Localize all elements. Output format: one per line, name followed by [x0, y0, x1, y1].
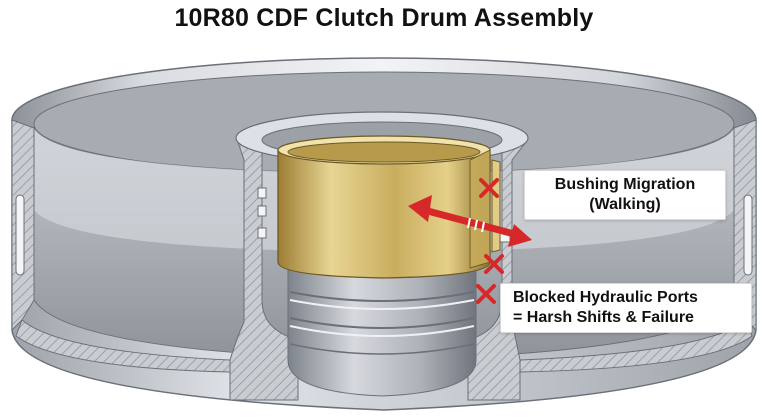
diagram-title: 10R80 CDF Clutch Drum Assembly [174, 4, 594, 32]
center-hub [229, 111, 529, 401]
callout-ports-line1: Blocked Hydraulic Ports [513, 289, 698, 306]
callout-migration-line2: (Walking) [589, 196, 661, 213]
bronze-bushing [277, 135, 501, 279]
callout-bushing-migration: Bushing Migration (Walking) [524, 170, 726, 220]
migration-arrow-icon [408, 195, 532, 247]
callout-blocked-ports: Blocked Hydraulic Ports = Harsh Shifts &… [500, 283, 752, 333]
failure-cross-icon [479, 178, 499, 198]
callout-migration-line1: Bushing Migration [554, 176, 696, 193]
callout-ports-line2: = Harsh Shifts & Failure [513, 309, 694, 326]
failure-cross-icon [484, 254, 504, 274]
failure-cross-icon [476, 284, 496, 304]
